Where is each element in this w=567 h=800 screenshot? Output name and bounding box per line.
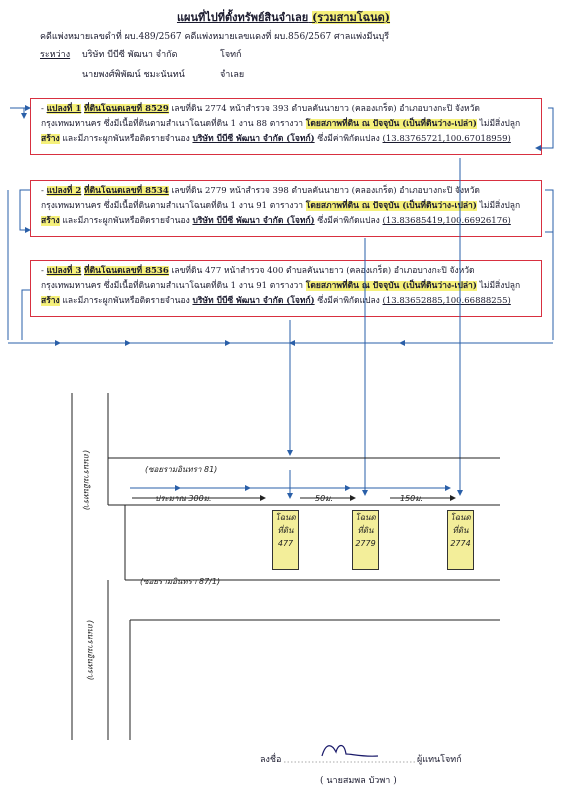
parcel-owner: บริษัท บีบีซี พัฒนา จำกัด (โจทก์) bbox=[192, 296, 315, 306]
main-road-label: (ถนนรามอินทรา) bbox=[82, 450, 91, 511]
title-highlight: (รวมสามโฉนด) bbox=[312, 11, 391, 24]
parcel-build: สร้าง bbox=[41, 296, 60, 306]
plot-text: ที่ดิน bbox=[452, 526, 469, 535]
parcel-line2: กรุงเทพมหานคร ซึ่งมีเนื้อที่ดินตามสำเนาโ… bbox=[41, 119, 306, 129]
parcel-coords: (13.83765721,100.67018959) bbox=[382, 134, 511, 144]
plot-text: โฉนด bbox=[450, 513, 471, 522]
signer-name: ( นายสมพล บัวพา ) bbox=[320, 776, 397, 786]
parcel-line3-end: ซึ่งมีค่าพิกัดแปลง bbox=[314, 216, 383, 226]
soi-bottom-label: (ซอยรามอินทรา 87/1) bbox=[140, 577, 221, 586]
plot-text: 2774 bbox=[450, 539, 471, 548]
case-number-line: คดีแพ่งหมายเลขดำที่ ผบ.489/2567 คดีแพ่งห… bbox=[40, 32, 390, 42]
parcel-coords: (13.83652885,100.66888255) bbox=[382, 296, 511, 306]
parcel-label: แปลงที่ 3 bbox=[46, 266, 82, 276]
title-main: แผนที่ไปที่ตั้งทรัพย์สินจำเลย bbox=[176, 11, 309, 24]
plaintiff-name: บริษัท บีบีซี พัฒนา จำกัด bbox=[82, 50, 178, 60]
parcel-prefix: - bbox=[41, 266, 47, 276]
parcel-owner: บริษัท บีบีซี พัฒนา จำกัด (โจทก์) bbox=[192, 134, 315, 144]
parcel-line3-end: ซึ่งมีค่าพิกัดแปลง bbox=[314, 134, 383, 144]
parcel-label: แปลงที่ 2 bbox=[46, 186, 82, 196]
parcel-coords: (13.83685419,100.66926176) bbox=[382, 216, 511, 226]
parcel-line1: เลขที่ดิน 2774 หน้าสำรวจ 393 ตำบลคันนายา… bbox=[168, 104, 480, 114]
soi-top-label: (ซอยรามอินทรา 81) bbox=[145, 465, 218, 474]
defendant-name: นายพงศ์พิพัฒน์ ชมะนันทน์ bbox=[82, 70, 185, 80]
parcel-owner: บริษัท บีบีซี พัฒนา จำกัด (โจทก์) bbox=[192, 216, 315, 226]
parcel-line3: และมีภาระผูกพันหรือติดรายจำนอง bbox=[59, 296, 193, 306]
sign-label: ลงชื่อ bbox=[260, 755, 282, 765]
parcel-prefix: - bbox=[41, 186, 47, 196]
plot-text: โฉนด bbox=[275, 513, 296, 522]
parcel-line2: กรุงเทพมหานคร ซึ่งมีเนื้อที่ดินตามสำเนาโ… bbox=[41, 201, 306, 211]
parcel-box-2: - แปลงที่ 2 ที่ดินโฉนดเลขที่ 8534 เลขที่… bbox=[30, 180, 542, 237]
parcel-build: สร้าง bbox=[41, 216, 60, 226]
connector-arrow bbox=[19, 189, 31, 233]
parcel-line3-end: ซึ่งมีค่าพิกัดแปลง bbox=[314, 296, 383, 306]
parcel-label: แปลงที่ 1 bbox=[46, 104, 82, 114]
plot-text: ที่ดิน bbox=[357, 526, 374, 535]
plot-text: 477 bbox=[277, 539, 294, 548]
signer-role: ผู้แทนโจทก์ bbox=[417, 755, 462, 765]
connector-arrow bbox=[535, 107, 554, 151]
parcel-build: สร้าง bbox=[41, 134, 60, 144]
connector-arrow bbox=[545, 189, 554, 233]
parcel-prefix: - bbox=[41, 104, 47, 114]
parcel-box-3: - แปลงที่ 3 ที่ดินโฉนดเลขที่ 8536 เลขที่… bbox=[30, 260, 542, 317]
plot-text: 2779 bbox=[355, 539, 376, 548]
parcel-line3: และมีภาระผูกพันหรือติดรายจำนอง bbox=[59, 216, 193, 226]
defendant-role: จำเลย bbox=[220, 70, 245, 80]
connector-line bbox=[21, 289, 30, 340]
parcel-box-1: - แปลงที่ 1 ที่ดินโฉนดเลขที่ 8529 เลขที่… bbox=[30, 98, 542, 155]
parcel-deed: ที่ดินโฉนดเลขที่ 8534 bbox=[84, 186, 169, 196]
between-label: ระหว่าง bbox=[40, 50, 71, 60]
plot-text: โฉนด bbox=[355, 513, 376, 522]
parcel-line2-end: ไม่มีสิ่งปลูก bbox=[476, 201, 521, 211]
plot-text: ที่ดิน bbox=[277, 526, 294, 535]
plot-2774: โฉนด ที่ดิน 2774 bbox=[447, 510, 474, 570]
parcel-line3: และมีภาระผูกพันหรือติดรายจำนอง bbox=[59, 134, 193, 144]
parcel-line2: กรุงเทพมหานคร ซึ่งมีเนื้อที่ดินตามสำเนาโ… bbox=[41, 281, 306, 291]
parcel-condition: โดยสภาพที่ดิน ณ ปัจจุบัน (เป็นที่ดินว่าง… bbox=[305, 119, 477, 129]
plot-477: โฉนด ที่ดิน 477 bbox=[272, 510, 299, 570]
distance-label-1: ประมาณ 300ม. bbox=[155, 494, 212, 503]
parcel-deed: ที่ดินโฉนดเลขที่ 8536 bbox=[84, 266, 169, 276]
distance-label-2: 50ม. bbox=[315, 494, 333, 503]
parcel-line1: เลขที่ดิน 2779 หน้าสำรวจ 398 ตำบลคันนายา… bbox=[168, 186, 480, 196]
plot-2779: โฉนด ที่ดิน 2779 bbox=[352, 510, 379, 570]
parcel-line1: เลขที่ดิน 477 หน้าสำรวจ 400 ตำบลคันนายาว… bbox=[168, 266, 475, 276]
page-title: แผนที่ไปที่ตั้งทรัพย์สินจำเลย (รวมสามโฉน… bbox=[0, 8, 567, 26]
main-road-label-lower: (ถนนรามอินทรา) bbox=[86, 620, 95, 681]
distance-label-3: 150ม. bbox=[400, 494, 424, 503]
parcel-line2-end: ไม่มีสิ่งปลูก bbox=[476, 281, 521, 291]
parcel-condition: โดยสภาพที่ดิน ณ ปัจจุบัน (เป็นที่ดินว่าง… bbox=[305, 281, 477, 291]
parcel-line2-end: ไม่มีสิ่งปลูก bbox=[476, 119, 521, 129]
parcel-condition: โดยสภาพที่ดิน ณ ปัจจุบัน (เป็นที่ดินว่าง… bbox=[305, 201, 477, 211]
parcel-deed: ที่ดินโฉนดเลขที่ 8529 bbox=[84, 104, 169, 114]
plaintiff-role: โจทก์ bbox=[220, 50, 242, 60]
